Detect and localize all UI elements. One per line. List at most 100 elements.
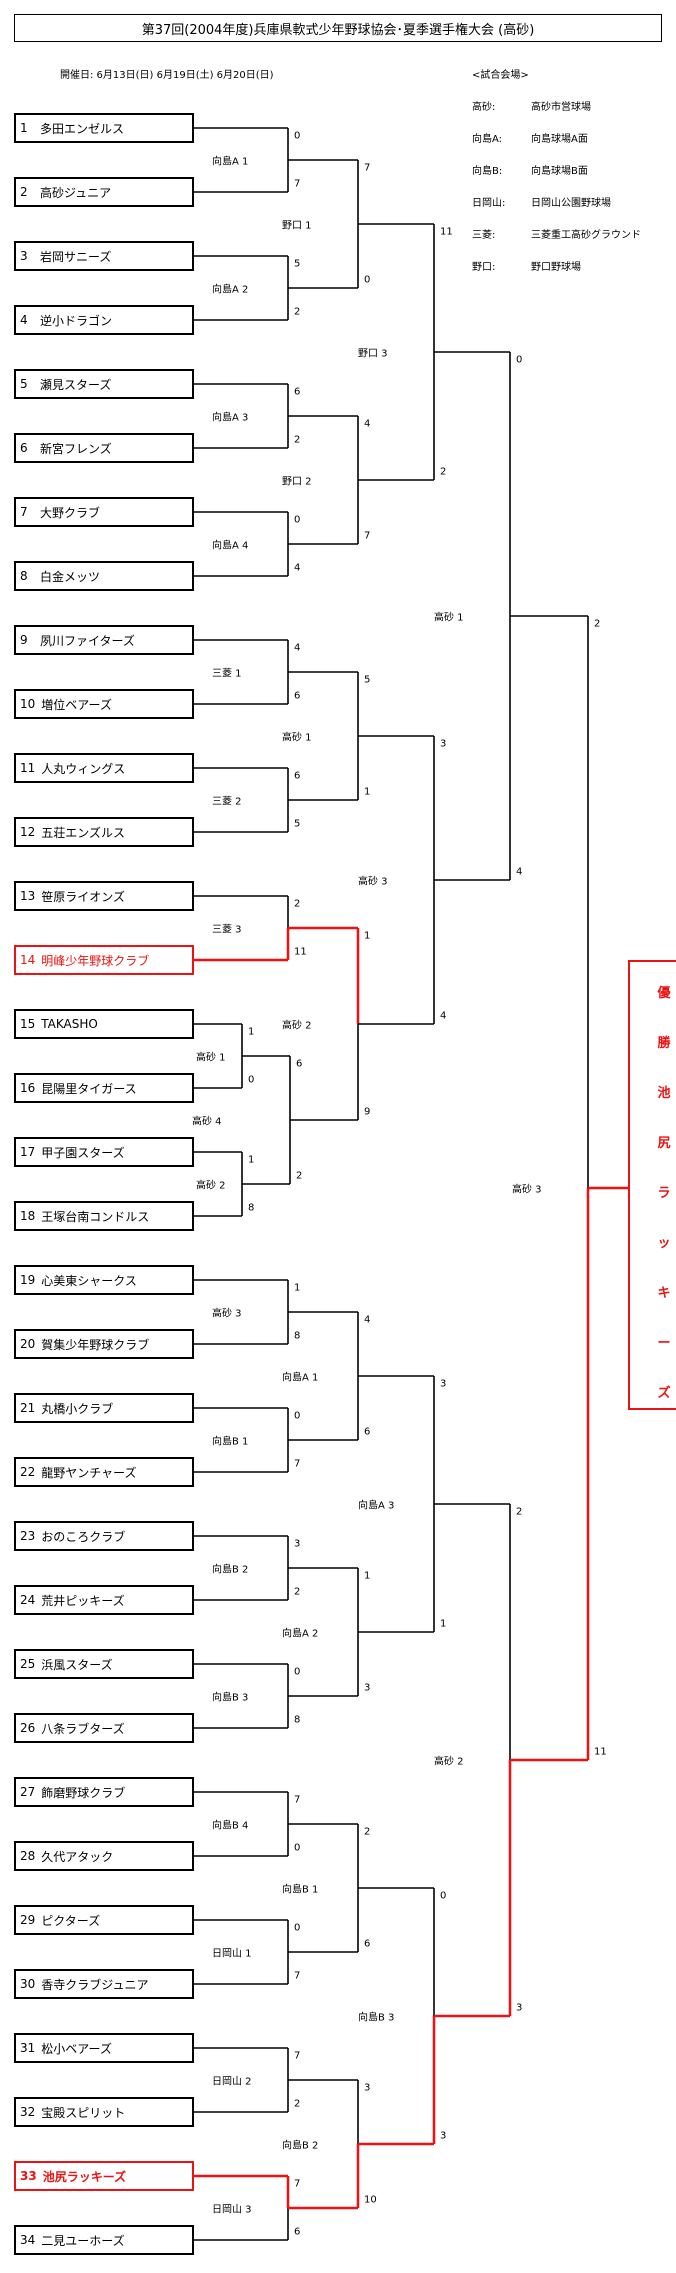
team-number: 28 — [20, 1849, 36, 1863]
game-venue-label: 日岡山 1 — [212, 1948, 252, 1960]
champion-char: 尻 — [657, 1136, 671, 1151]
game-venue-label: 向島B 1 — [212, 1436, 249, 1448]
team-name: 浜風スターズ — [41, 1657, 113, 1672]
game-venue-label: 向島A 2 — [212, 284, 249, 296]
team-name: 飾磨野球クラブ — [41, 1785, 126, 1800]
game-venue-label: 高砂 3 — [212, 1308, 242, 1320]
game-venue-label: 向島A 3 — [212, 412, 249, 424]
team-name: 香寺クラブジュニア — [41, 1977, 149, 1992]
team-number: 29 — [20, 1913, 36, 1927]
champion-char: 池 — [657, 1086, 671, 1101]
score-top: 3 — [440, 1378, 447, 1390]
team-name: 新宮フレンズ — [40, 441, 112, 456]
team-number: 31 — [20, 2041, 36, 2055]
score-bottom: 7 — [294, 1458, 301, 1470]
champion-char: 勝 — [657, 1036, 671, 1051]
venue-key: 高砂: — [472, 102, 496, 113]
score-bottom: 8 — [294, 1714, 301, 1726]
team-number: 24 — [20, 1593, 36, 1607]
score-top: 2 — [294, 898, 301, 910]
score-top: 2 — [364, 1826, 371, 1838]
team-number: 9 — [20, 633, 28, 647]
score-top: 3 — [294, 1538, 301, 1550]
team-name: 王塚台南コンドルス — [41, 1209, 150, 1224]
game-venue-label: 日岡山 2 — [212, 2076, 252, 2088]
venue-value: 三菱重工高砂グラウンド — [531, 230, 641, 241]
score-bottom: 0 — [294, 1842, 301, 1854]
team-name: 心美東シャークス — [41, 1273, 137, 1288]
score-bottom: 0 — [248, 1074, 255, 1086]
page-title: 第37回(2004年度)兵庫県軟式少年野球協会･夏季選手権大会 (高砂) — [14, 14, 662, 42]
game-venue-label: 三菱 3 — [212, 924, 242, 936]
game-venue-label: 向島B 4 — [212, 1820, 249, 1832]
score-top: 2 — [594, 618, 601, 630]
score-top: 1 — [364, 930, 371, 942]
team-slot: 6 新宮フレンズ — [14, 433, 194, 463]
score-top: 1 — [364, 1570, 371, 1582]
champion-char: キ — [657, 1286, 671, 1301]
venue-key: 向島A: — [472, 134, 503, 145]
score-bottom: 8 — [248, 1202, 255, 1214]
team-slot: 31 松小ベアーズ — [14, 2033, 194, 2063]
game-venue-label: 向島B 3 — [212, 1692, 249, 1704]
team-number: 26 — [20, 1721, 36, 1735]
score-top: 5 — [364, 674, 371, 686]
team-number: 1 — [20, 121, 28, 135]
game-venue-label: 三菱 2 — [212, 796, 242, 808]
team-name: 龍野ヤンチャーズ — [41, 1465, 137, 1480]
team-name: 池尻ラッキーズ — [42, 2169, 127, 2184]
team-number: 10 — [20, 697, 36, 711]
score-top: 4 — [364, 1314, 371, 1326]
team-name: 荒井ピッキーズ — [41, 1593, 125, 1608]
champion-char: ー — [657, 1336, 671, 1351]
score-bottom: 4 — [294, 562, 301, 574]
team-name: 五荘エンズルス — [41, 825, 126, 840]
team-slot: 24 荒井ピッキーズ — [14, 1585, 194, 1615]
score-top: 0 — [440, 1890, 447, 1902]
team-name: 久代アタック — [41, 1849, 114, 1864]
team-number: 6 — [20, 441, 28, 455]
team-number: 17 — [20, 1145, 36, 1159]
score-bottom: 7 — [294, 178, 301, 190]
team-slot: 28 久代アタック — [14, 1841, 194, 1871]
score-bottom: 10 — [364, 2194, 377, 2206]
score-bottom: 2 — [296, 1170, 303, 1182]
team-number: 30 — [20, 1977, 36, 1991]
team-name: 丸橋小クラブ — [41, 1401, 114, 1416]
team-number: 22 — [20, 1465, 36, 1479]
team-number: 32 — [20, 2105, 36, 2119]
team-name: 松小ベアーズ — [41, 2041, 112, 2056]
team-number: 11 — [20, 761, 36, 775]
champion-char: ラ — [657, 1186, 671, 1201]
game-venue-label: 野口 1 — [282, 220, 312, 232]
score-top: 0 — [294, 1410, 301, 1422]
team-name: 二見ユーホーズ — [41, 2233, 125, 2248]
score-top: 4 — [364, 418, 371, 430]
team-name: 大野クラブ — [40, 505, 101, 520]
team-number: 25 — [20, 1657, 36, 1671]
team-name: 人丸ウィングス — [41, 761, 126, 776]
score-bottom: 2 — [294, 2098, 301, 2110]
game-venue-label: 高砂 2 — [282, 1020, 312, 1032]
score-bottom: 5 — [294, 818, 301, 830]
game-venue-label: 向島B 1 — [282, 1884, 319, 1896]
team-slot: 30 香寺クラブジュニア — [14, 1969, 194, 1999]
score-bottom: 3 — [440, 2130, 447, 2142]
score-top: 0 — [516, 354, 523, 366]
champion-char: 優 — [657, 986, 671, 1001]
venue-value: 向島球場B面 — [531, 166, 588, 177]
venue-key: 向島B: — [472, 166, 503, 177]
team-name: 賀集少年野球クラブ — [41, 1337, 150, 1352]
team-name: ピクターズ — [41, 1913, 101, 1928]
score-bottom: 4 — [516, 866, 523, 878]
game-venue-label: 向島B 2 — [212, 1564, 249, 1576]
team-number: 8 — [20, 569, 28, 583]
game-venue-label: 高砂 3 — [358, 876, 388, 888]
